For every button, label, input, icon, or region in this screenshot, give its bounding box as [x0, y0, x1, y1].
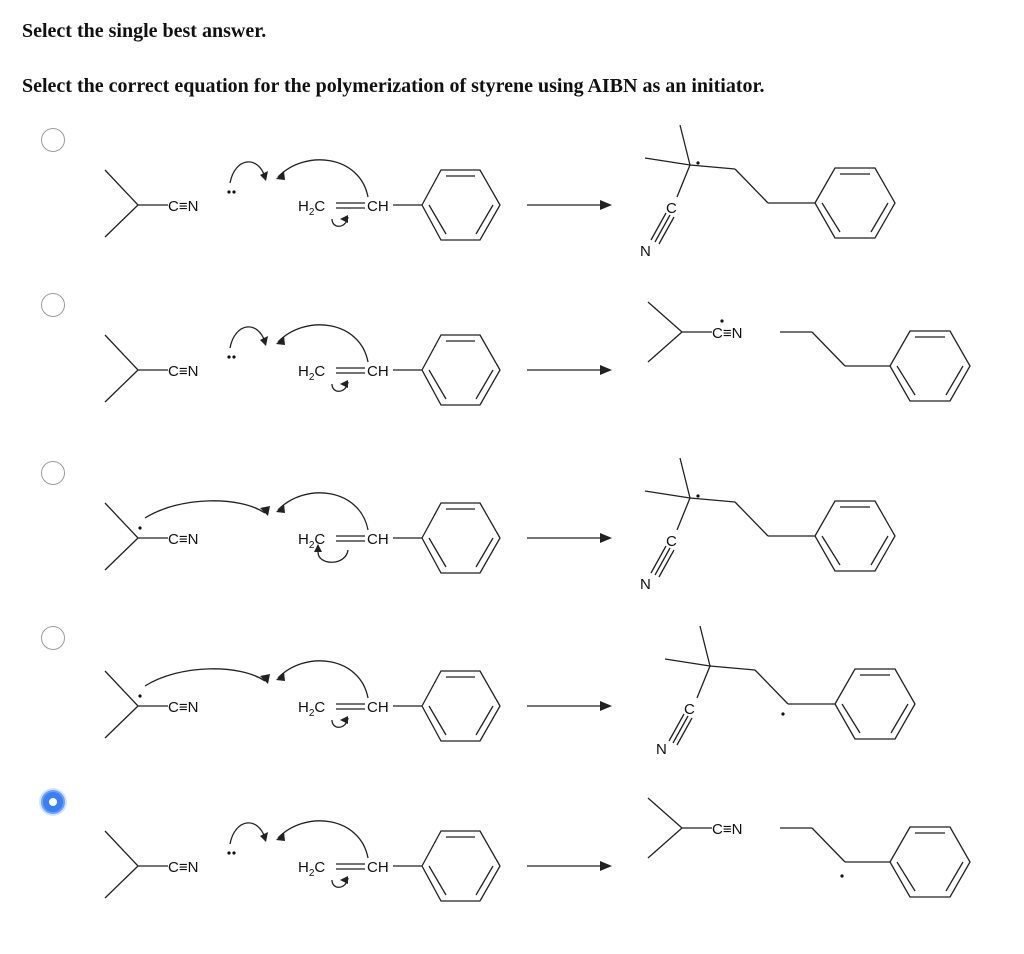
question-text: Select the correct equation for the poly…	[22, 75, 765, 97]
reaction-scheme-option-1: C≡N H2C CH	[104, 125, 896, 260]
svg-text:H2C: H2C	[298, 531, 325, 551]
product-structure: C N	[640, 125, 896, 260]
reaction-scheme-option-3: C≡N H2C CH C N	[104, 458, 896, 593]
answer-option-1: C≡N H2C CH	[0, 125, 1024, 293]
svg-text:C≡N: C≡N	[168, 699, 198, 716]
radical-dot	[720, 319, 724, 323]
radical-dot	[781, 712, 785, 716]
svg-text:CH: CH	[367, 363, 389, 380]
lone-pair-dot	[227, 190, 231, 194]
answer-option-2: C≡N H2C CH C≡N	[0, 290, 1024, 458]
radical-dot	[138, 526, 142, 530]
svg-text:N: N	[640, 576, 651, 593]
benzene-ring	[421, 830, 501, 902]
answer-option-3: C≡N H2C CH C N	[0, 458, 1024, 626]
svg-text:C≡N: C≡N	[168, 363, 198, 380]
svg-text:C≡N: C≡N	[712, 325, 742, 342]
isopropyl-skeleton	[104, 169, 139, 238]
radical-dot	[840, 874, 844, 878]
radio-button-option-1[interactable]	[41, 128, 65, 152]
svg-text:C≡N: C≡N	[712, 821, 742, 838]
instruction-text: Select the single best answer.	[22, 20, 267, 42]
reaction-scheme-option-4: C≡N H2C CH C N	[104, 626, 916, 758]
benzene-ring	[421, 502, 501, 574]
svg-text:H2C: H2C	[298, 859, 325, 879]
radio-button-option-4[interactable]	[41, 626, 65, 650]
vinyl-ch-label: CH	[367, 198, 389, 215]
vinyl-ch2-label: H2C	[298, 198, 325, 218]
svg-text:C≡N: C≡N	[168, 531, 198, 548]
radical-dot	[696, 161, 700, 165]
fishhook-arrow	[229, 161, 266, 184]
svg-text:N: N	[640, 243, 651, 260]
benzene-ring	[421, 334, 501, 406]
radio-button-option-2[interactable]	[41, 293, 65, 317]
svg-text:C: C	[666, 200, 677, 217]
product-structure: C N	[656, 626, 916, 758]
fishhook-arrow	[277, 159, 369, 198]
benzene-ring	[421, 169, 501, 241]
benzene-ring	[421, 670, 501, 742]
svg-text:CH: CH	[367, 531, 389, 548]
fishhook-arrow	[144, 500, 266, 519]
product-structure: C N	[640, 458, 896, 593]
svg-text:CH: CH	[367, 699, 389, 716]
svg-text:C≡N: C≡N	[168, 859, 198, 876]
product-structure: C≡N	[647, 301, 971, 402]
svg-text:H2C: H2C	[298, 363, 325, 383]
reaction-scheme-option-2: C≡N H2C CH C≡N	[104, 301, 971, 406]
radio-button-option-3[interactable]	[41, 461, 65, 485]
product-structure: C≡N	[647, 797, 971, 898]
svg-text:C: C	[666, 533, 677, 550]
svg-text:C: C	[684, 701, 695, 718]
lone-pair-dot	[232, 190, 236, 194]
svg-text:N: N	[656, 741, 667, 758]
svg-text:H2C: H2C	[298, 699, 325, 719]
answer-option-5: C≡N H2C CH C≡N	[0, 786, 1024, 954]
reaction-scheme-option-5: C≡N H2C CH C≡N	[104, 797, 971, 902]
nitrile-label: C≡N	[168, 198, 198, 215]
radio-button-option-5[interactable]	[41, 790, 65, 814]
svg-text:CH: CH	[367, 859, 389, 876]
answer-option-4: C≡N H2C CH C N	[0, 626, 1024, 794]
